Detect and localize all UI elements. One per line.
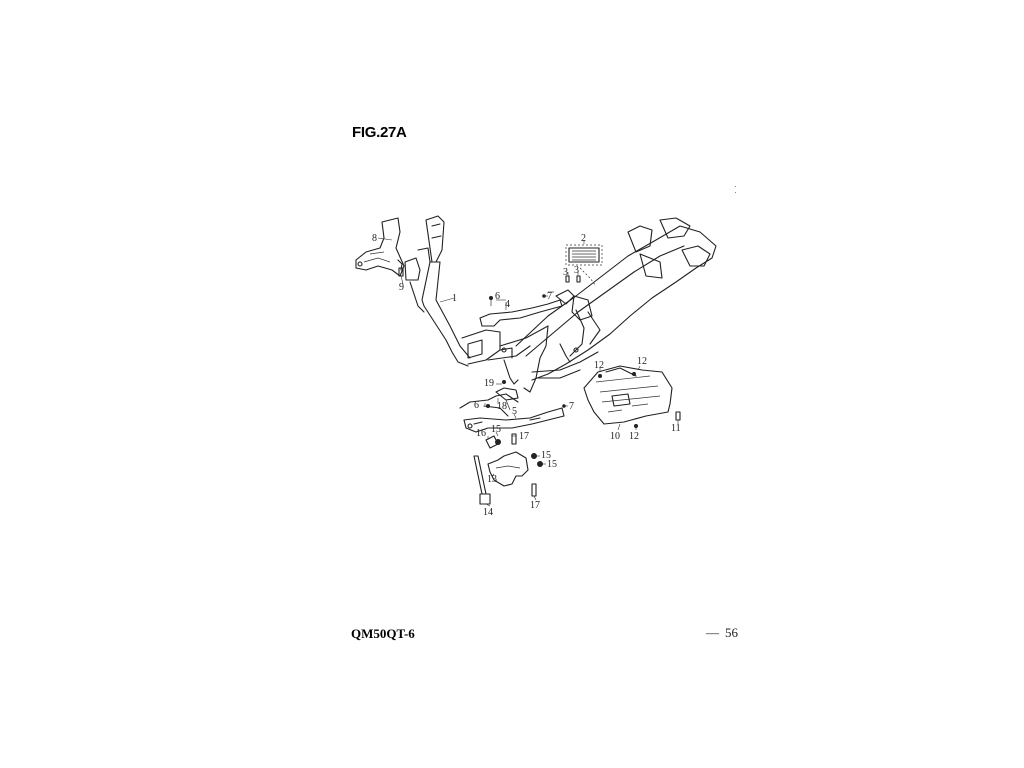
page-number-block: — 56 [706,625,738,641]
callout-19: 19 [484,378,494,389]
callout-11: 11 [671,423,681,434]
callout-10: 10 [610,431,620,442]
label-plate-part [565,240,603,266]
page-dash: — [706,625,719,640]
callout-6-upper: 6 [495,291,500,302]
callout-14: 14 [483,507,493,518]
long-bolt-part [473,455,491,505]
stand-bracket-part [485,433,543,497]
margin-mark [735,186,736,187]
callout-2: 2 [581,233,586,244]
callout-15-top: 15 [491,424,501,435]
rear-frame-part [501,217,717,393]
callout-16: 16 [476,428,486,439]
cable-clamp-part [459,380,519,411]
callout-7-upper: 7 [547,291,552,302]
floor-plate-part [583,365,681,428]
callout-1: 1 [452,293,457,304]
callout-13: 13 [487,474,497,485]
callout-9: 9 [399,282,404,293]
callout-5: 5 [512,406,517,417]
callout-7-lower: 7 [569,401,574,412]
callout-17-top: 17 [519,431,529,442]
lower-bracket-part [463,404,566,433]
page-number: 56 [725,625,738,640]
figure-title: FIG.27A [352,124,407,141]
callout-12-bottom: 12 [629,431,639,442]
callout-3-right: 3 [574,265,579,276]
callout-6-lower: 6 [474,400,479,411]
callout-12-right: 12 [637,356,647,367]
screw-part [565,267,597,287]
margin-mark [735,192,736,193]
callout-15-mid: 15 [541,450,551,461]
bolt-part [398,267,404,285]
callout-leaders [377,237,679,507]
callout-3-left: 3 [563,267,568,278]
model-number: QM50QT-6 [351,626,415,641]
callout-8: 8 [372,233,377,244]
front-bracket-part [355,217,405,277]
callout-labels: 8 9 1 6 4 7 2 3 3 19 6 18 5 7 16 15 17 1… [372,233,681,518]
main-frame-part [404,215,549,367]
callout-18: 18 [497,401,507,412]
upper-bracket-part [479,289,575,327]
callout-17-bottom: 17 [530,500,540,511]
callout-15-low: 15 [547,459,557,470]
callout-4: 4 [505,299,510,310]
callout-12-left: 12 [594,360,604,371]
